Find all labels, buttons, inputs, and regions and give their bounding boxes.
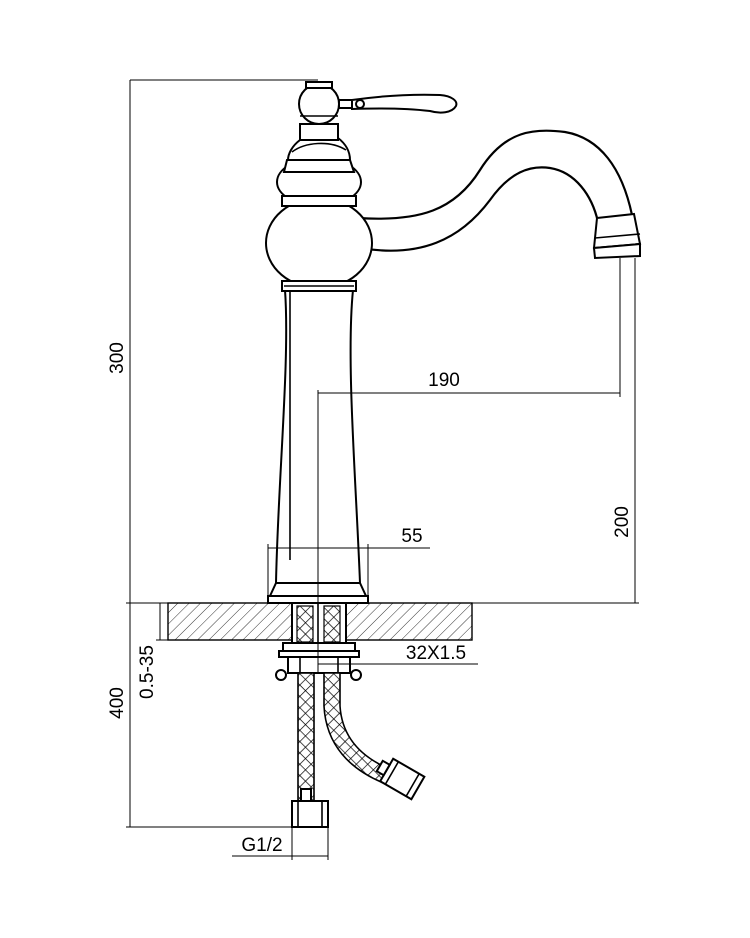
total-height-label: 300 <box>107 342 128 374</box>
lever-handle <box>338 93 458 114</box>
base-diameter-label: 55 <box>401 526 422 547</box>
flexible-hoses <box>297 672 394 802</box>
spout-height-label: 200 <box>612 506 633 538</box>
faucet-body <box>265 81 642 604</box>
spout <box>357 129 642 260</box>
body-globe <box>265 197 373 292</box>
countertop-thickness-label: 0.5-35 <box>137 645 158 699</box>
cartridge-cap <box>286 123 352 161</box>
upper-sphere <box>276 157 362 207</box>
shank-assembly <box>275 602 362 681</box>
hose-length-label: 400 <box>107 687 128 719</box>
shank-thread-label: 32X1.5 <box>406 643 466 664</box>
reach-label: 190 <box>428 370 460 391</box>
connection-thread-label: G1/2 <box>241 835 282 856</box>
hose-fittings <box>291 757 426 828</box>
dimension-lines <box>126 79 639 860</box>
handle-knob <box>298 81 340 125</box>
